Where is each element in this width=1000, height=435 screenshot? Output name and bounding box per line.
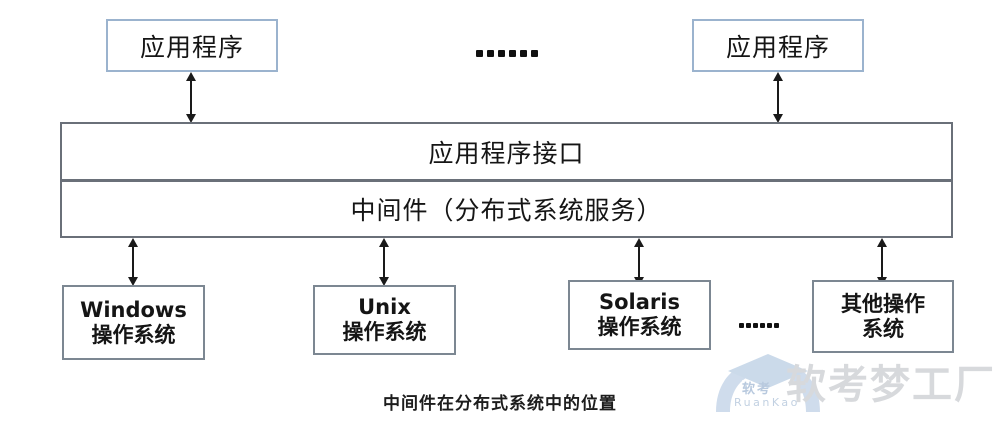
ruankao-logo-icon: [716, 354, 820, 412]
middleware-layer-label: 中间件（分布式系统服务）: [350, 196, 663, 225]
connector-middleware-to-os-1: [125, 238, 141, 286]
os-box-windows-suffix: 操作系统: [91, 322, 176, 347]
middleware-layer-bar[interactable]: 中间件（分布式系统服务）: [60, 180, 953, 238]
os-box-windows-name: Windows: [80, 297, 187, 322]
os-box-windows[interactable]: Windows 操作系统: [62, 285, 205, 360]
connector-middleware-to-os-3: [631, 238, 647, 286]
bottom-ellipsis-icon: [739, 323, 781, 328]
os-box-other[interactable]: 其他操作 系统: [812, 280, 954, 353]
application-box-2-label: 应用程序: [725, 32, 830, 62]
connector-middleware-to-os-4: [874, 238, 890, 286]
watermark-logo-label: 软考: [742, 382, 773, 397]
diagram-caption: 中间件在分布式系统中的位置: [383, 394, 617, 414]
application-box-1-label: 应用程序: [139, 32, 244, 62]
application-box-1[interactable]: 应用程序: [106, 19, 278, 72]
os-box-solaris-suffix: 操作系统: [597, 315, 682, 339]
connector-middleware-to-os-2: [376, 238, 392, 286]
os-box-unix[interactable]: Unix 操作系统: [313, 285, 456, 355]
top-ellipsis-icon: [476, 50, 542, 57]
os-box-solaris[interactable]: Solaris 操作系统: [568, 280, 711, 350]
os-box-solaris-name: Solaris: [599, 290, 680, 315]
connector-app1-to-api: [183, 72, 199, 123]
api-layer-bar[interactable]: 应用程序接口: [60, 122, 953, 181]
os-box-other-name: 其他操作: [841, 291, 925, 316]
os-box-other-suffix: 系统: [862, 316, 904, 341]
os-box-unix-name: Unix: [358, 295, 411, 320]
connector-app2-to-api: [770, 72, 786, 123]
os-box-unix-suffix: 操作系统: [342, 320, 427, 344]
watermark-logo-sub: RuanKao: [734, 396, 800, 409]
application-box-2[interactable]: 应用程序: [692, 19, 864, 72]
api-layer-label: 应用程序接口: [428, 138, 585, 168]
watermark-text: 软考梦工厂: [786, 362, 996, 408]
